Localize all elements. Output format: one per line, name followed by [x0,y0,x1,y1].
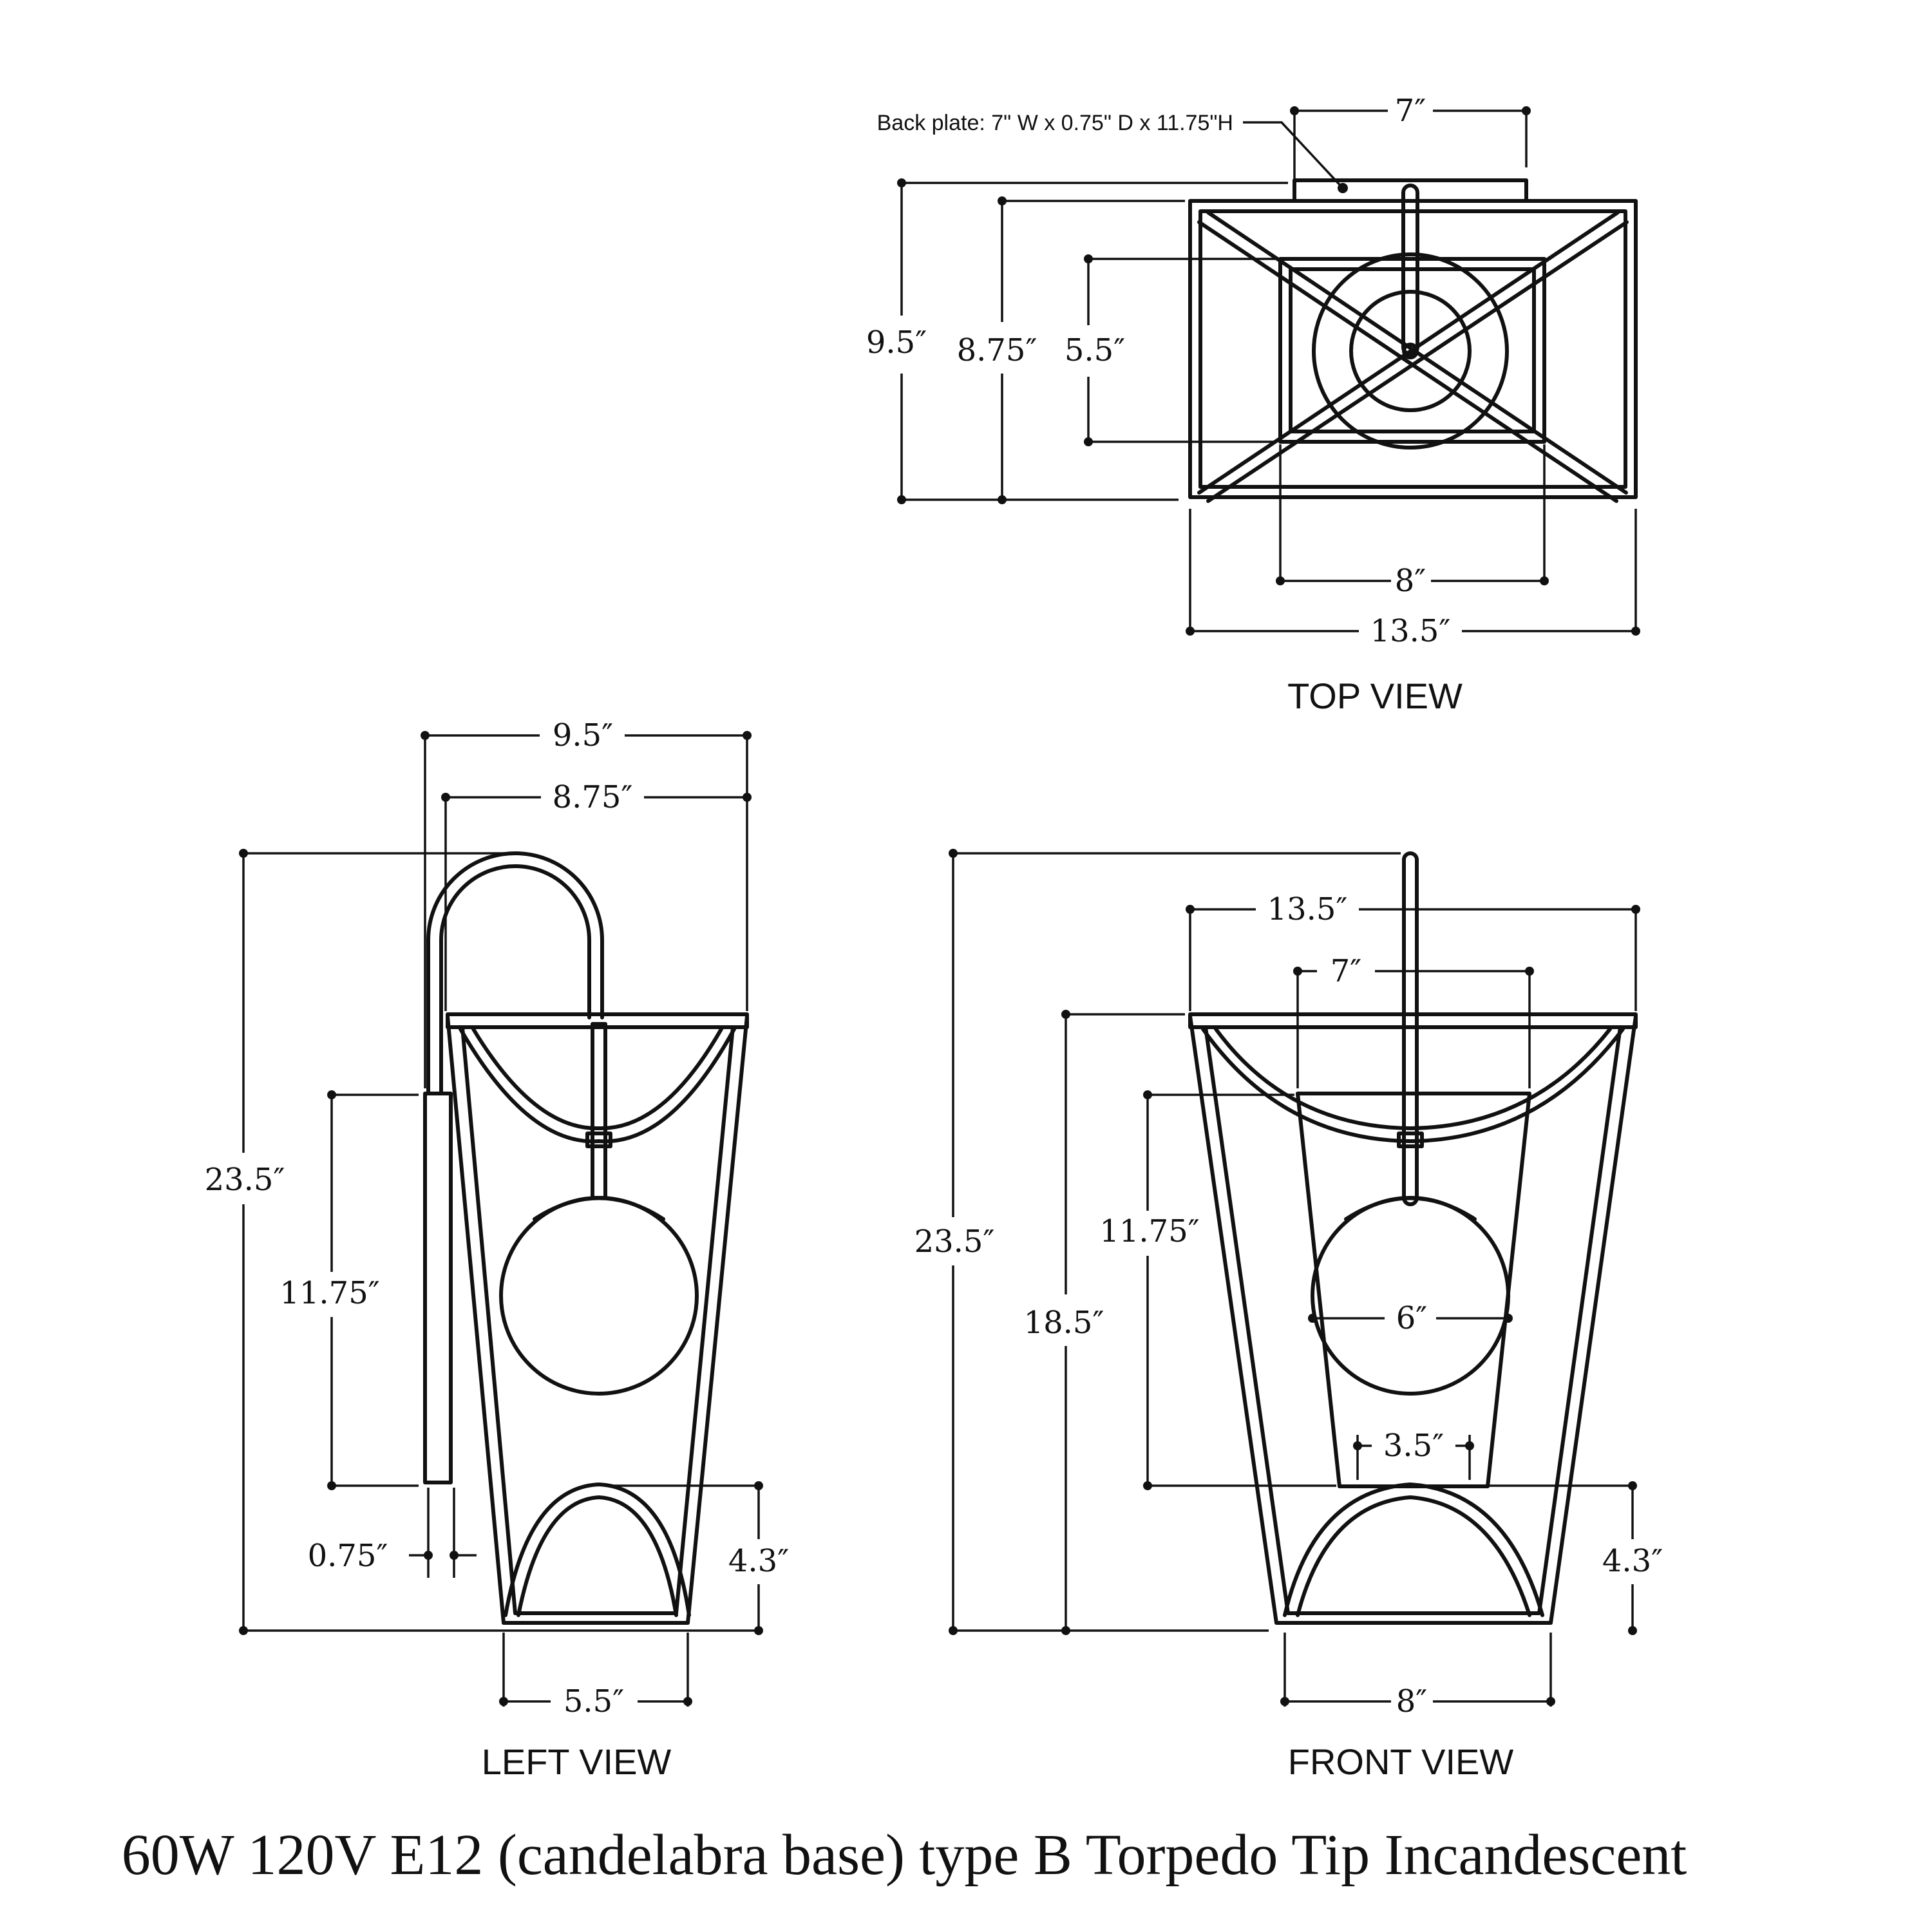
top-dim-total-width-text: 13.5″ [1370,613,1451,649]
left-dim-backplate-height: 11.75″ [279,1090,419,1490]
top-arm [1401,184,1419,356]
left-dim-backplate-depth: 0.75″ [308,1488,477,1578]
front-dim-globe-diameter: 6″ [1308,1300,1513,1336]
front-dim-frame-height-text: 18.5″ [1024,1305,1104,1341]
front-swag-arc-inner [1214,1027,1612,1130]
front-bottom-arch-inner [1296,1495,1531,1617]
front-frame-inner [1204,1025,1622,1615]
left-dim-arch-height-text: 4.3″ [728,1543,789,1579]
front-view-label: FRONT VIEW [1288,1741,1514,1782]
top-dim-total-width: 13.5″ [1186,509,1640,649]
top-dim-frame-depth: 8.75″ [957,196,1185,504]
top-dim-total-depth-text: 9.5″ [866,325,927,361]
left-dim-bottom-width: 5.5″ [499,1633,692,1719]
top-outer-frame [1188,199,1638,499]
front-arm [1402,851,1419,1206]
front-dim-backplate-height-text: 11.75″ [1099,1213,1199,1249]
front-dim-top-width: 13.5″ [1186,891,1640,1011]
front-dim-arch-height-text: 4.3″ [1602,1543,1663,1579]
top-arm-pivot [1402,343,1419,359]
front-rod-collar [1397,1132,1424,1148]
left-dim-frame-depth: 8.75″ [441,779,752,1011]
top-globe-outer [1312,252,1509,450]
front-dim-top-width-text: 13.5″ [1267,891,1348,927]
top-outer-frame-inner [1198,209,1627,489]
front-dim-arch-height: 4.3″ [1417,1481,1663,1635]
top-dim-backplate-width-text: 7″ [1395,93,1426,129]
top-globe-inner [1349,290,1472,412]
top-inner-frame-inner [1289,267,1536,433]
front-frame-outer [1188,1014,1638,1625]
top-dim-frame-depth-text: 8.75″ [957,332,1037,368]
top-dim-inner-depth-text: 5.5″ [1065,332,1125,368]
left-bottom-arch [504,1482,691,1617]
front-top-bar [1188,1012,1638,1029]
top-backplate [1293,178,1528,203]
top-dim-backplate-width: 7″ [1290,93,1531,180]
left-globe-cap [533,1196,665,1221]
left-frame-outer [446,1014,749,1625]
front-dim-backplate-bottom-width-text: 3.5″ [1383,1428,1444,1464]
left-dim-backplate-height-text: 11.75″ [279,1275,379,1311]
front-bottom-arch [1283,1482,1544,1617]
front-dim-height: 23.5″ [914,849,1401,1635]
left-swag-arc [459,1027,736,1144]
left-dim-total-depth-text: 9.5″ [553,717,613,753]
front-dim-backplate-width: 7″ [1293,953,1534,1088]
top-dim-inner-width: 8″ [1276,444,1549,599]
top-dim-total-depth: 9.5″ [866,178,1288,504]
top-dim-inner-width-text: 8″ [1395,563,1426,599]
left-dim-height: 23.5″ [205,849,760,1635]
left-swag-arc-inner [471,1027,723,1131]
left-dim-arch-height: 4.3″ [605,1481,789,1635]
backplate-note-text: Back plate: 7" W x 0.75" D x 11.75"H [877,111,1233,135]
left-dim-bottom-width-text: 5.5″ [564,1683,624,1719]
top-view: 7″ 9.5″ 8.75″ 5.5″ 8″ 13.5″ [866,93,1640,716]
left-rod [591,1022,607,1200]
front-view: 13.5″ 7″ 23.5″ 18.5″ 11.75″ 6″ [914,849,1663,1782]
left-dim-height-text: 23.5″ [205,1162,285,1198]
left-rod-collar [585,1132,612,1148]
left-dim-backplate-depth-text: 0.75″ [308,1538,388,1574]
front-dim-backplate-bottom-width: 3.5″ [1353,1428,1474,1480]
left-view: 9.5″ 8.75″ 23.5″ 11.75″ 0.75″ 4.3″ [205,717,790,1782]
front-dim-backplate-width-text: 7″ [1331,953,1361,989]
left-view-label: LEFT VIEW [482,1741,672,1782]
front-swag-arc [1201,1027,1625,1143]
front-dim-globe-diameter-text: 6″ [1396,1300,1427,1336]
top-inner-frame [1278,257,1546,444]
front-dim-height-text: 23.5″ [914,1224,995,1260]
bulb-spec-title: 60W 120V E12 (candelabra base) type B To… [122,1823,1687,1887]
front-dim-bottom-width: 8″ [1280,1633,1555,1719]
front-dim-frame-height: 18.5″ [1024,1010,1185,1635]
left-frame-inner [460,1025,735,1615]
left-dim-total-depth: 9.5″ [421,717,752,1088]
left-globe [499,1196,699,1396]
top-dim-inner-depth: 5.5″ [1065,254,1275,446]
front-globe [1311,1196,1510,1396]
left-bottom-arch-inner [516,1495,678,1617]
left-hook-arm-inner [439,864,591,1095]
left-hook-arm [426,851,604,1095]
front-dim-backplate-height: 11.75″ [1099,1090,1336,1490]
front-dim-bottom-width-text: 8″ [1396,1683,1427,1719]
backplate-note: Back plate: 7" W x 0.75" D x 11.75"H [877,111,1348,193]
top-view-label: TOP VIEW [1287,676,1463,716]
left-backplate [423,1092,453,1484]
front-globe-cap [1344,1196,1477,1221]
left-dim-frame-depth-text: 8.75″ [553,779,633,815]
